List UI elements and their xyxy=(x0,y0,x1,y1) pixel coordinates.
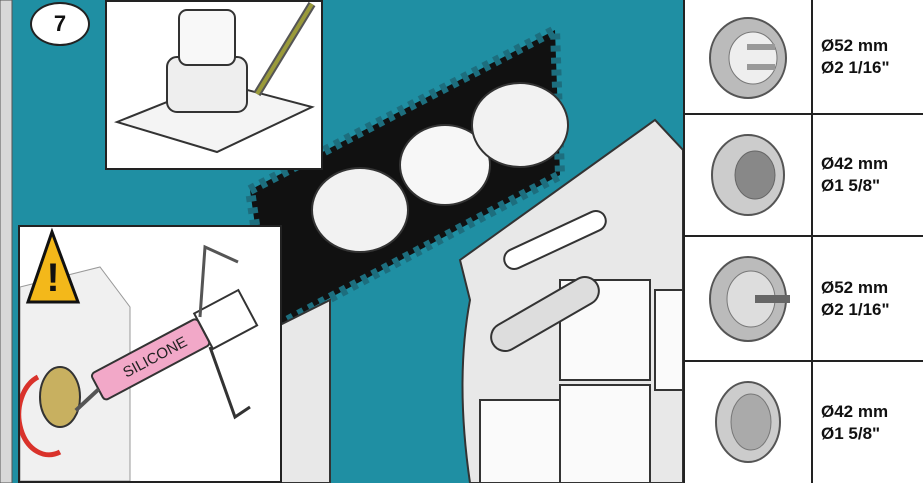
fitting-thumbnail xyxy=(685,237,813,360)
detail-inset-pipe xyxy=(105,0,323,170)
part-spec: Ø42 mm Ø1 5/8" xyxy=(821,115,888,235)
installation-scene: 7 ! SILICONE xyxy=(0,0,683,483)
fitting-left xyxy=(312,168,408,252)
fitting-52mm-icon xyxy=(685,0,811,113)
part-size-metric: Ø42 mm xyxy=(821,401,888,423)
part-row-2: Ø42 mm Ø1 5/8" xyxy=(685,115,923,237)
part-size-imperial: Ø1 5/8" xyxy=(821,175,888,197)
silicone-detail-drawing: ! SILICONE xyxy=(20,227,280,481)
wall-edge xyxy=(0,0,12,483)
part-spec: Ø52 mm Ø2 1/16" xyxy=(821,237,890,360)
fitting-ring-icon xyxy=(685,362,811,481)
part-size-metric: Ø42 mm xyxy=(821,153,888,175)
part-size-imperial: Ø2 1/16" xyxy=(821,57,890,79)
part-row-3: Ø52 mm Ø2 1/16" xyxy=(685,237,923,362)
fitting-42mm-icon xyxy=(685,115,811,235)
pipe-detail-drawing xyxy=(107,2,321,168)
part-spec: Ø42 mm Ø1 5/8" xyxy=(821,362,888,483)
part-size-metric: Ø52 mm xyxy=(821,35,890,57)
part-spec: Ø52 mm Ø2 1/16" xyxy=(821,0,890,113)
parts-table: Ø52 mm Ø2 1/16" Ø42 mm Ø1 5/8" Ø52 mm Ø2… xyxy=(683,0,923,483)
gun-handle xyxy=(210,347,250,417)
part-row-1: Ø52 mm Ø2 1/16" xyxy=(685,0,923,115)
part-size-imperial: Ø2 1/16" xyxy=(821,299,890,321)
pipe-hole xyxy=(40,367,80,427)
part-size-imperial: Ø1 5/8" xyxy=(821,423,888,445)
fitting-thumbnail xyxy=(685,115,813,235)
fitting-right xyxy=(472,83,568,167)
fitting-52mm-threaded-icon xyxy=(685,237,811,360)
step-number-badge: 7 xyxy=(30,2,90,46)
detail-inset-silicone: ! SILICONE xyxy=(18,225,282,483)
part-size-metric: Ø52 mm xyxy=(821,277,890,299)
fitting-thumbnail xyxy=(685,0,813,113)
fitting-thumbnail xyxy=(685,362,813,483)
pipe-body xyxy=(179,10,235,65)
svg-text:!: ! xyxy=(46,256,59,300)
part-row-4: Ø42 mm Ø1 5/8" xyxy=(685,362,923,483)
